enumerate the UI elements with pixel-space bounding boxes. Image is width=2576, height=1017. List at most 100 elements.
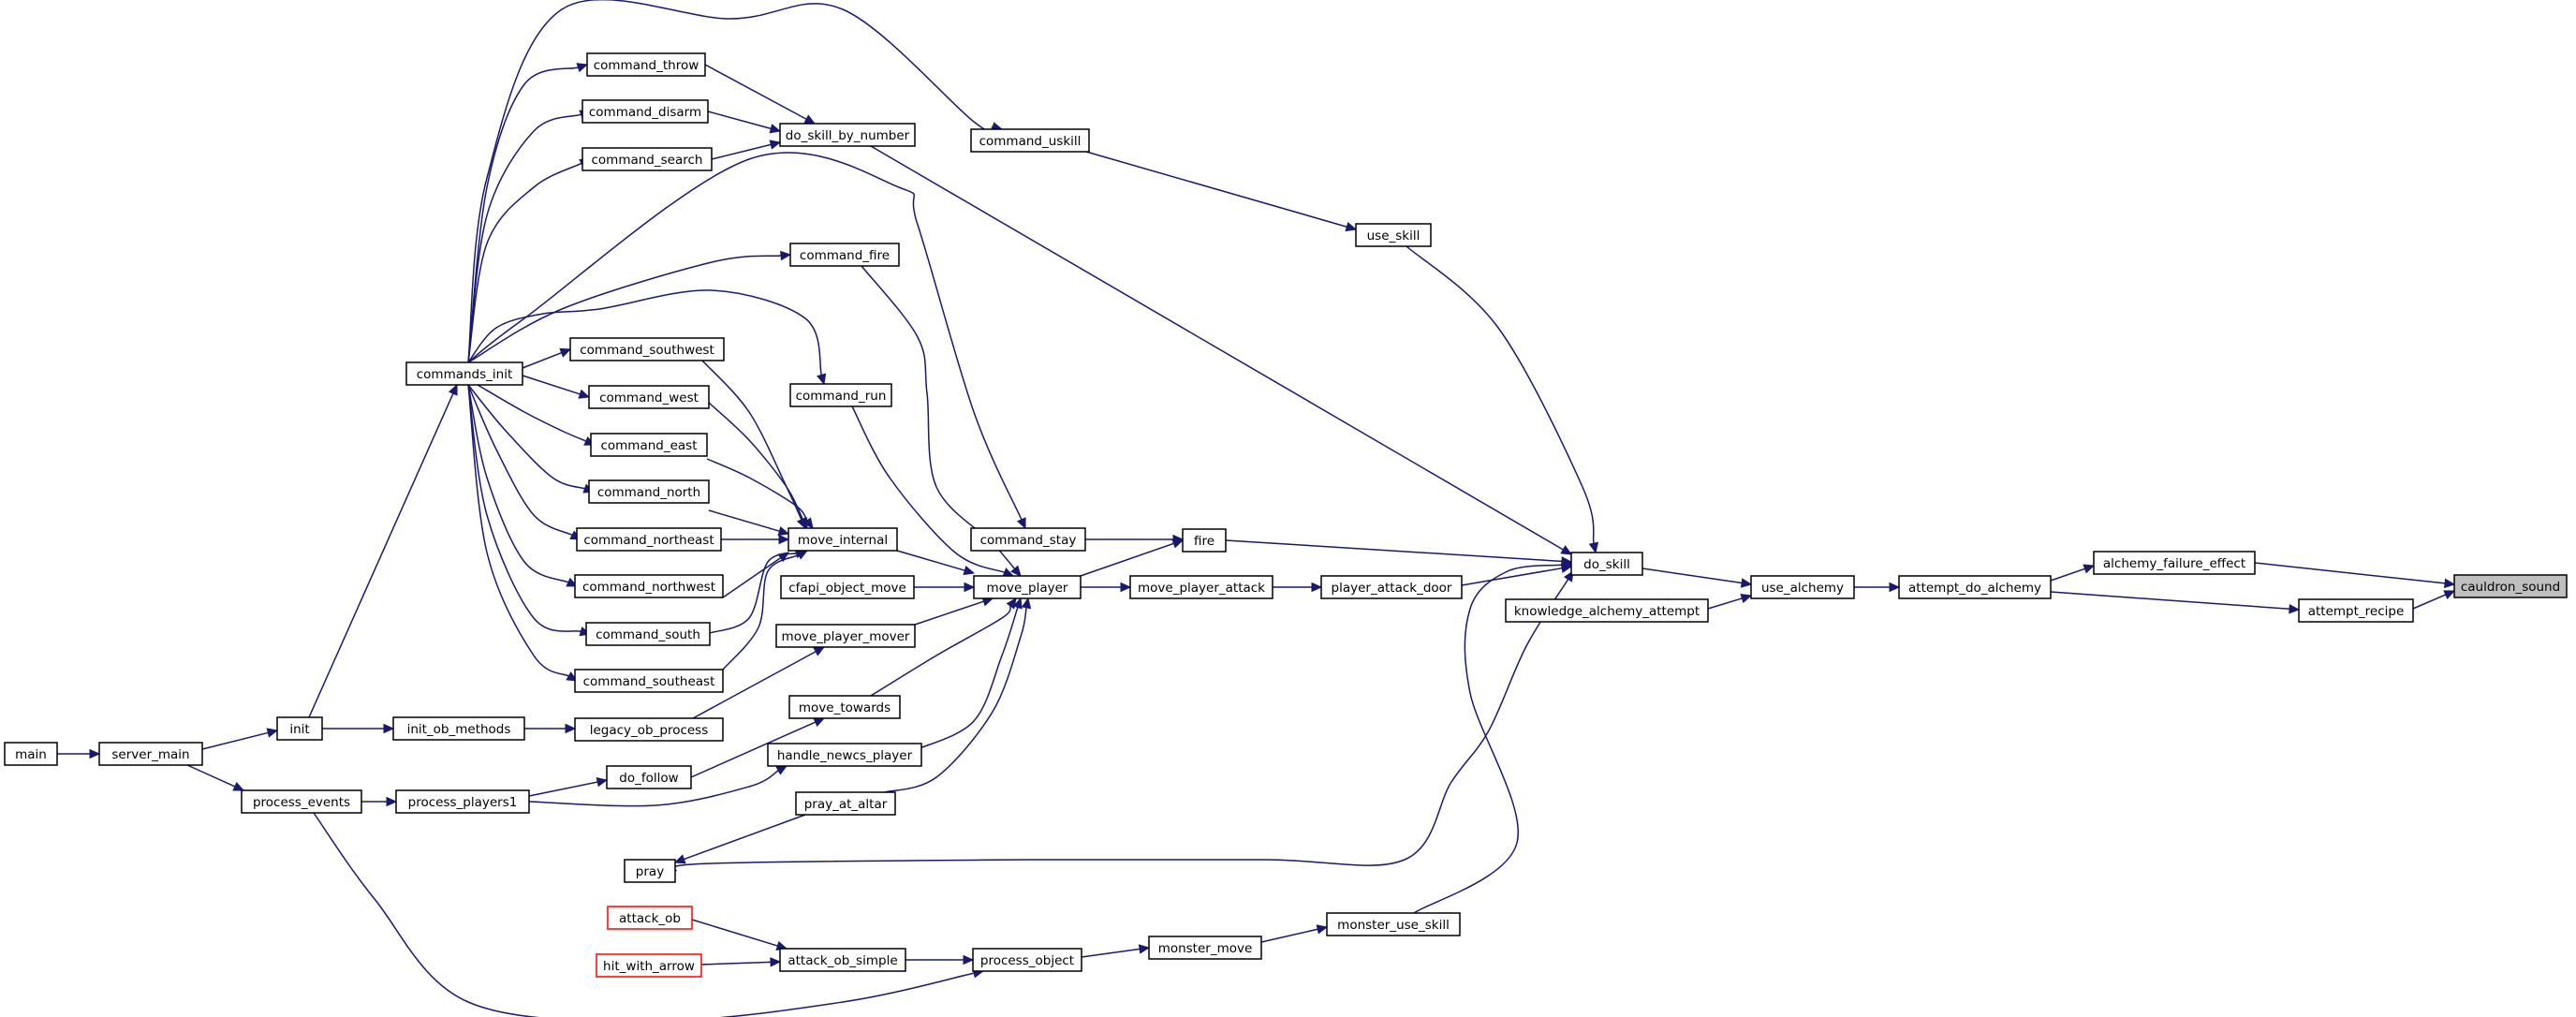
edge-process_events-to-process_players1 [361,796,398,807]
edge-command_run-to-move_player [851,405,1015,577]
node-box [574,669,724,693]
node-command_throw[interactable]: command_throw [586,52,706,77]
node-command_south[interactable]: command_south [585,622,711,646]
node-box [788,527,898,552]
node-box [1326,912,1461,936]
node-main[interactable]: main [4,742,58,766]
node-cauldron_sound[interactable]: cauldron_sound [2453,574,2568,598]
edge-process_object-to-monster_move [1081,944,1151,958]
node-box [241,789,362,814]
node-pray_at_altar[interactable]: pray_at_altar [795,791,896,816]
node-command_northwest[interactable]: command_northwest [574,574,724,598]
node-init_ob_methods[interactable]: init_ob_methods [392,716,525,741]
node-label: command_northwest [582,580,715,595]
node-legacy_ob_process[interactable]: legacy_ob_process [574,717,724,742]
node-server_main[interactable]: server_main [98,742,203,766]
node-move_towards[interactable]: move_towards [788,695,901,719]
edge-commands_init-to-command_southwest [522,347,572,369]
node-command_east[interactable]: command_east [590,433,708,457]
node-do_skill_by_number[interactable]: do_skill_by_number [779,123,916,147]
node-command_run[interactable]: command_run [789,383,892,407]
node-move_player_mover[interactable]: move_player_mover [775,624,916,648]
node-label: command_east [600,438,697,453]
edge-move_internal-to-move_player [896,550,976,576]
node-command_fire[interactable]: command_fire [789,243,900,267]
node-process_players1[interactable]: process_players1 [395,789,530,814]
node-move_player[interactable]: move_player [973,575,1082,599]
edge-commands_init-to-command_fire [467,250,792,363]
node-monster_move[interactable]: monster_move [1148,936,1262,960]
edge-init-to-init_ob_methods [322,723,395,734]
edge-command_north-to-move_internal [708,509,790,537]
node-label: process_events [253,795,350,810]
edge-pray_at_altar-to-move_player [884,597,1032,793]
node-handle_newcs_player[interactable]: handle_newcs_player [767,743,922,767]
node-box [586,52,706,77]
node-alchemy_failure_effect[interactable]: alchemy_failure_effect [2093,551,2256,575]
node-box [276,716,323,741]
node-box [590,433,708,457]
node-attack_ob[interactable]: attack_ob [607,906,693,930]
node-box [574,717,724,742]
node-command_southwest[interactable]: command_southwest [569,337,725,361]
node-label: command_west [599,391,699,405]
node-label: cfapi_object_move [788,581,906,596]
node-label: main [15,747,47,762]
node-move_internal[interactable]: move_internal [788,527,898,552]
edge-handle_newcs_player-to-move_player [917,597,1023,750]
node-process_object[interactable]: process_object [972,948,1082,972]
node-command_north[interactable]: command_north [588,479,710,504]
node-command_search[interactable]: command_search [581,147,713,171]
node-box [581,147,713,171]
node-command_uskill[interactable]: command_uskill [970,128,1090,153]
edge-pray_at_altar-to-pray [673,814,806,864]
node-label: do_skill_by_number [786,128,910,143]
node-pray[interactable]: pray [624,859,676,883]
node-label: command_throw [594,58,699,73]
node-label: command_disarm [589,105,701,120]
node-hit_with_arrow[interactable]: hit_with_arrow [596,953,702,978]
edge-command_northwest-to-move_internal [722,552,790,598]
node-use_skill[interactable]: use_skill [1355,223,1432,247]
node-knowledge_alchemy_attempt[interactable]: knowledge_alchemy_attempt [1505,598,1709,623]
edge-alchemy_failure_effect-to-cauldron_sound [2254,562,2456,589]
node-label: command_stay [980,533,1077,548]
node-fire[interactable]: fire [1182,528,1227,553]
edge-monster_use_skill-to-do_skill [1413,559,1575,914]
node-box [588,479,710,504]
node-label: handle_newcs_player [777,748,913,763]
edge-commands_init-to-command_northwest [467,384,579,587]
nodes-layer: cauldron_sound alchemy_failure_effectatte… [4,52,2568,978]
node-box [1505,598,1709,623]
node-attempt_recipe[interactable]: attempt_recipe [2298,598,2414,623]
node-box [395,789,530,814]
node-attempt_do_alchemy[interactable]: attempt_do_alchemy [1898,575,2052,599]
node-label: server_main [111,747,189,762]
node-move_player_attack[interactable]: move_player_attack [1129,575,1273,599]
node-player_attack_door[interactable]: player_attack_door [1320,575,1463,599]
node-do_skill[interactable]: do_skill [1570,552,1643,576]
node-do_follow[interactable]: do_follow [606,765,692,789]
node-label: move_player_mover [782,629,910,644]
edge-commands_init-to-command_run [467,289,827,386]
node-box [596,953,702,978]
node-commands_init[interactable]: commands_init [405,361,523,386]
node-label: move_internal [798,533,888,548]
edge-pray-to-do_skill [672,569,1574,872]
node-cfapi_object_move[interactable]: cfapi_object_move [780,575,915,599]
node-command_stay[interactable]: command_stay [970,527,1086,552]
node-command_west[interactable]: command_west [588,385,710,409]
node-use_alchemy[interactable]: use_alchemy [1750,575,1855,599]
node-box [788,695,901,719]
node-label: monster_move [1158,941,1253,956]
node-monster_use_skill[interactable]: monster_use_skill [1326,912,1461,936]
node-process_events[interactable]: process_events [241,789,362,814]
edge-commands_init-to-command_northeast [467,384,582,540]
node-command_disarm[interactable]: command_disarm [581,99,709,124]
node-box [2298,598,2414,623]
node-command_southeast[interactable]: command_southeast [574,669,724,693]
node-command_northeast[interactable]: command_northeast [576,527,722,552]
node-box [624,859,676,883]
node-attack_ob_simple[interactable]: attack_ob_simple [779,948,906,972]
node-init[interactable]: init [276,716,323,741]
